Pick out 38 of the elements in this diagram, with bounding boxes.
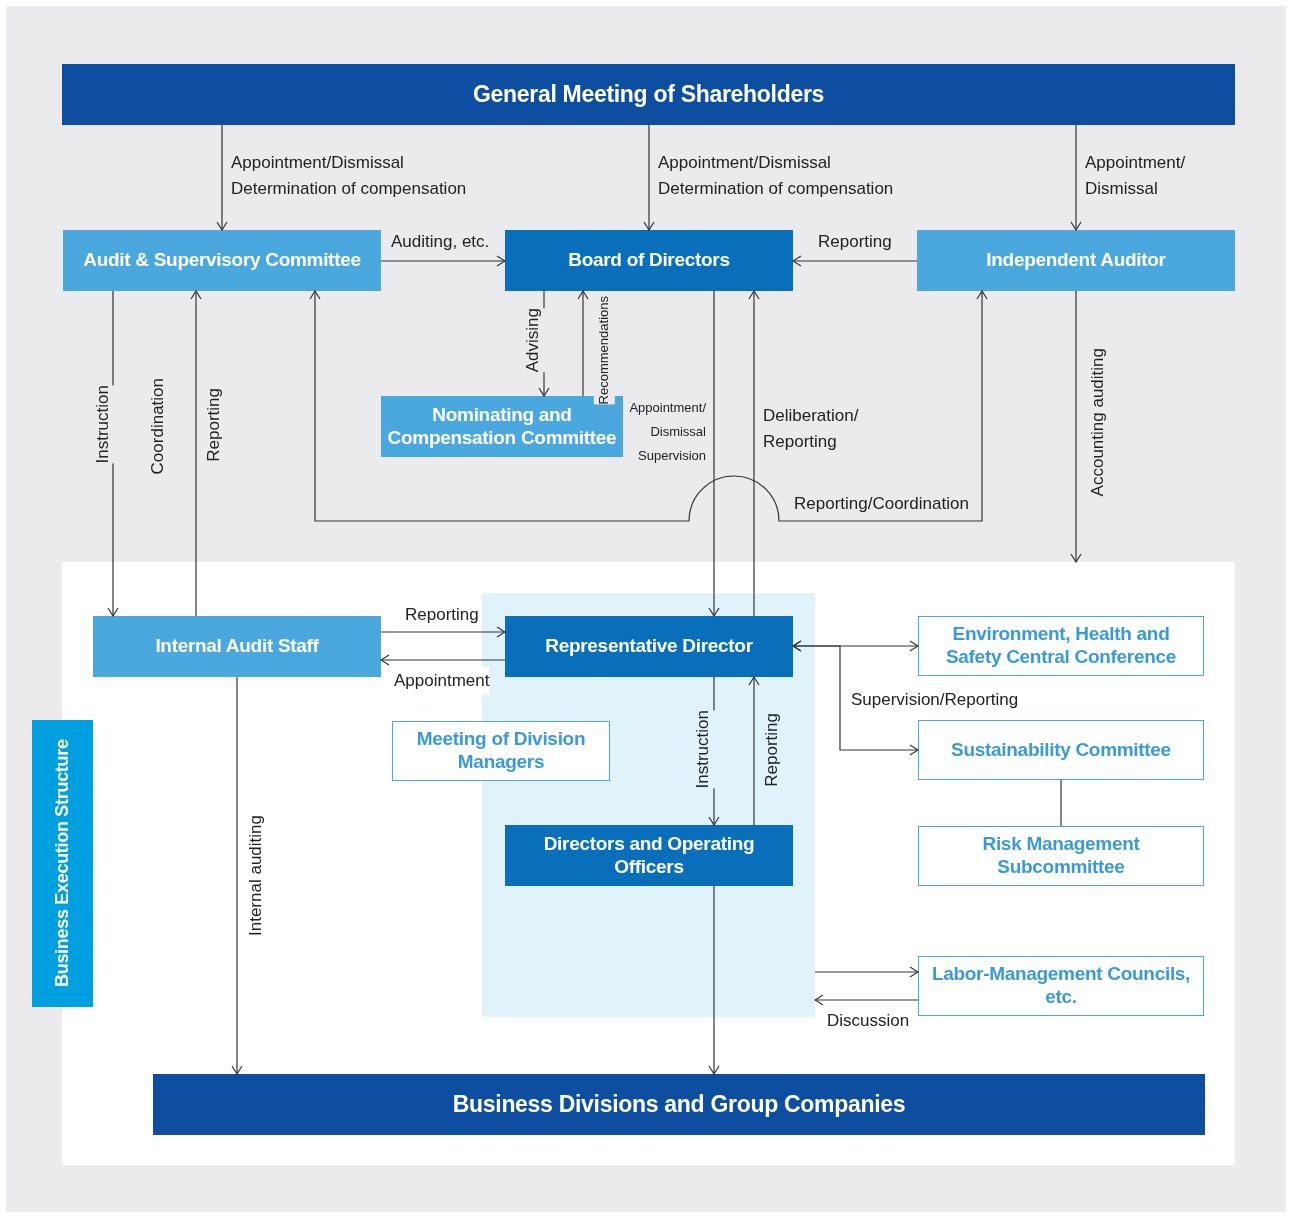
arrow (792, 640, 919, 756)
arrow (1070, 290, 1082, 563)
arrow (748, 676, 760, 826)
arrow (643, 124, 655, 231)
arrow (577, 290, 589, 397)
process-box: General Meeting of Shareholders (62, 64, 1235, 125)
section-tab: Business Execution Structure (32, 720, 93, 1007)
process-box: Representative Director (505, 616, 793, 677)
process-box: Board of Directors (505, 230, 793, 291)
process-box: Audit & Supervisory Committee (63, 230, 381, 291)
arrow (814, 994, 919, 1006)
arrow (1070, 124, 1082, 231)
edge-label: Appointment (394, 667, 490, 695)
arrow (380, 654, 506, 666)
process-box: Meeting of Division Managers (392, 721, 610, 781)
arrow (708, 885, 720, 1075)
process-box: Directors and Operating Officers (505, 825, 793, 886)
arrow (748, 290, 760, 617)
process-box: Internal Audit Staff (93, 616, 381, 677)
arrow (309, 290, 988, 522)
process-box: Business Divisions and Group Companies (153, 1074, 1205, 1135)
connector-line (1060, 779, 1062, 827)
note-text: Coordination (147, 378, 168, 475)
process-box: Independent Auditor (917, 230, 1235, 291)
arrow (380, 255, 506, 267)
process-box: Labor-Management Councils, etc. (918, 956, 1204, 1016)
section-panel (32, 562, 1235, 1165)
process-box: Environment, Health and Safety Central Conference (918, 616, 1204, 676)
arrow (231, 676, 243, 1075)
arrow (216, 124, 228, 231)
arrow (792, 255, 918, 267)
process-box: Risk Management Subcommittee (918, 826, 1204, 886)
arrow (190, 290, 202, 617)
arrow (814, 966, 919, 978)
arrow (380, 626, 506, 638)
arrow (708, 290, 720, 617)
process-box: Sustainability Committee (918, 720, 1204, 780)
edge-label: Recommendations (594, 296, 615, 405)
